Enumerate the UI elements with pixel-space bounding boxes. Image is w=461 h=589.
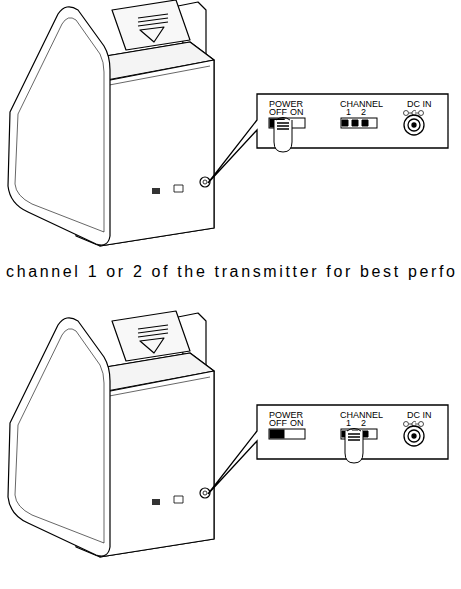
instruction-text: channel 1 or 2 of the transmitter for be… — [6, 263, 458, 281]
switch-position: ON — [290, 419, 304, 428]
jack-label: DC IN — [407, 100, 432, 109]
switch-position: OFF — [269, 419, 287, 428]
switch-position: ON — [290, 108, 304, 117]
switch-position: OFF — [269, 108, 287, 117]
channel-number: 1 — [346, 419, 351, 428]
channel-number: 1 — [346, 108, 351, 117]
channel-number: 2 — [361, 108, 366, 117]
jack-label: DC IN — [407, 411, 432, 420]
channel-number: 2 — [361, 419, 366, 428]
